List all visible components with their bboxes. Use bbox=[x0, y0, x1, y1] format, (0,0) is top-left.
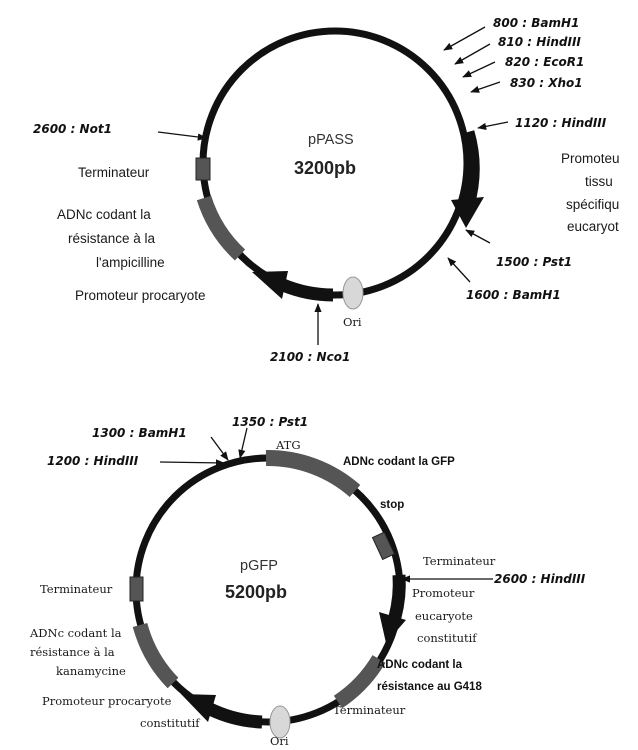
pgfp-atg-label: ATG bbox=[275, 438, 301, 452]
ppass-site-hindiii-1120: 1120 : HindIII bbox=[515, 116, 607, 130]
pgfp-terminator-left-box bbox=[129, 576, 144, 602]
pgfp-kana-label-3: kanamycine bbox=[56, 664, 126, 678]
pgfp-terminator-bottom-label: Terminateur bbox=[333, 703, 406, 717]
ppass-resistance-label-2: résistance à la bbox=[68, 231, 156, 246]
ppass-resistance-label-1: ADNc codant la bbox=[57, 207, 151, 222]
pgfp-terminator-right-box bbox=[371, 531, 396, 561]
ppass-site-bamh1-800: 800 : BamH1 bbox=[493, 16, 579, 30]
ppass-bamh1-800-pointer bbox=[443, 26, 486, 51]
ppass-ori-label: Ori bbox=[343, 315, 362, 329]
ppass-bamh1-1600-pointer bbox=[447, 257, 471, 283]
pgfp-site-hindiii-1200: 1200 : HindIII bbox=[47, 454, 139, 468]
pgfp-site-pst1-1350: 1350 : Pst1 bbox=[232, 415, 308, 429]
pgfp-hindiii-1200-pointer bbox=[159, 459, 225, 467]
ppass-pst1-1500-pointer bbox=[465, 229, 491, 244]
pgfp-g418-box bbox=[333, 655, 386, 709]
ppass-tissue-promoter-label-3: spécifiqu bbox=[566, 197, 619, 212]
ppass-hindiii-810-pointer bbox=[454, 43, 491, 65]
ppass-tissue-promoter-label-4: eucaryot bbox=[567, 219, 619, 234]
pgfp-euk-promoter-label-1: Promoteur bbox=[412, 586, 475, 600]
pgfp-pst1-1350-pointer bbox=[238, 427, 248, 459]
ppass-hindiii-1120-pointer bbox=[477, 121, 509, 130]
pgfp-ori bbox=[269, 705, 291, 739]
pgfp-gfp-label: ADNc codant la GFP bbox=[343, 456, 455, 468]
pgfp-kana-box bbox=[132, 622, 179, 689]
ppass-not1-2600-pointer bbox=[157, 131, 207, 141]
ppass-site-not1-2600: 2600 : Not1 bbox=[33, 122, 112, 136]
ppass-ori bbox=[342, 276, 364, 310]
pgfp-name: pGFP bbox=[240, 558, 278, 574]
pgfp-gfp-box bbox=[265, 449, 361, 498]
pgfp-size: 5200pb bbox=[225, 582, 287, 602]
ppass-resistance-box bbox=[196, 195, 246, 261]
ppass-resistance-label-3: l'ampicilline bbox=[96, 255, 165, 270]
pgfp-euk-promoter-label-3: constitutif bbox=[417, 631, 477, 645]
pgfp-prok-promoter-arrow bbox=[207, 703, 263, 729]
pgfp-prok-promoter-label-2: constitutif bbox=[140, 716, 200, 730]
pgfp-prok-promoter-arrowhead bbox=[181, 694, 216, 722]
ppass-prok-promoter-arrow bbox=[280, 278, 334, 302]
ppass-tissue-promoter-label-1: Promoteu bbox=[561, 151, 620, 166]
pgfp-kana-label-1: ADNc codant la bbox=[29, 626, 122, 640]
ppass-site-xho1-830: 830 : Xho1 bbox=[510, 76, 583, 90]
pgfp-terminator-right-label: Terminateur bbox=[423, 554, 496, 568]
ppass-tissue-promoter-arrowhead bbox=[451, 197, 484, 228]
ppass-site-ecor1-820: 820 : EcoR1 bbox=[505, 55, 584, 69]
ppass-map: pPASS 3200pb 800 : BamH1 810 : HindIII 8… bbox=[33, 16, 620, 364]
ppass-site-pst1-1500: 1500 : Pst1 bbox=[496, 255, 572, 269]
ppass-terminator-label: Terminateur bbox=[78, 165, 150, 180]
pgfp-terminator-left-label: Terminateur bbox=[40, 582, 113, 596]
pgfp-euk-promoter-label-2: eucaryote bbox=[415, 609, 473, 623]
ppass-terminator-box bbox=[195, 157, 211, 181]
ppass-tissue-promoter-label-2: tissu bbox=[585, 174, 613, 189]
ppass-tissue-promoter-arrow bbox=[461, 130, 480, 207]
pgfp-kana-label-2: résistance à la bbox=[30, 645, 115, 659]
pgfp-euk-promoter-arrowhead bbox=[379, 612, 406, 643]
ppass-prok-promoter-arrowhead bbox=[252, 271, 288, 299]
pgfp-ori-label: Ori bbox=[270, 734, 289, 748]
ppass-site-nco1-2100: 2100 : Nco1 bbox=[270, 350, 350, 364]
ppass-site-hindiii-810: 810 : HindIII bbox=[498, 35, 581, 49]
pgfp-g418-label-1: ADNc codant la bbox=[377, 659, 463, 671]
pgfp-site-bamh1-1300: 1300 : BamH1 bbox=[92, 426, 187, 440]
ppass-size: 3200pb bbox=[294, 158, 356, 178]
pgfp-stop-label: stop bbox=[380, 499, 404, 511]
pgfp-site-hindiii-2600: 2600 : HindIII bbox=[494, 572, 586, 586]
pgfp-euk-promoter-arrow bbox=[388, 574, 406, 619]
ppass-ecor1-820-pointer bbox=[462, 61, 496, 78]
pgfp-prok-promoter-label-1: Promoteur procaryote bbox=[42, 694, 172, 708]
pgfp-bamh1-1300-pointer bbox=[210, 436, 229, 461]
ppass-prok-promoter-label: Promoteur procaryote bbox=[75, 288, 206, 303]
ppass-xho1-830-pointer bbox=[470, 81, 501, 93]
pgfp-map: pGFP 5200pb 1300 : BamH1 1350 : Pst1 120… bbox=[29, 415, 586, 748]
pgfp-g418-label-2: résistance au G418 bbox=[377, 681, 482, 693]
ppass-site-bamh1-1600: 1600 : BamH1 bbox=[466, 288, 561, 302]
ppass-name: pPASS bbox=[308, 132, 354, 148]
